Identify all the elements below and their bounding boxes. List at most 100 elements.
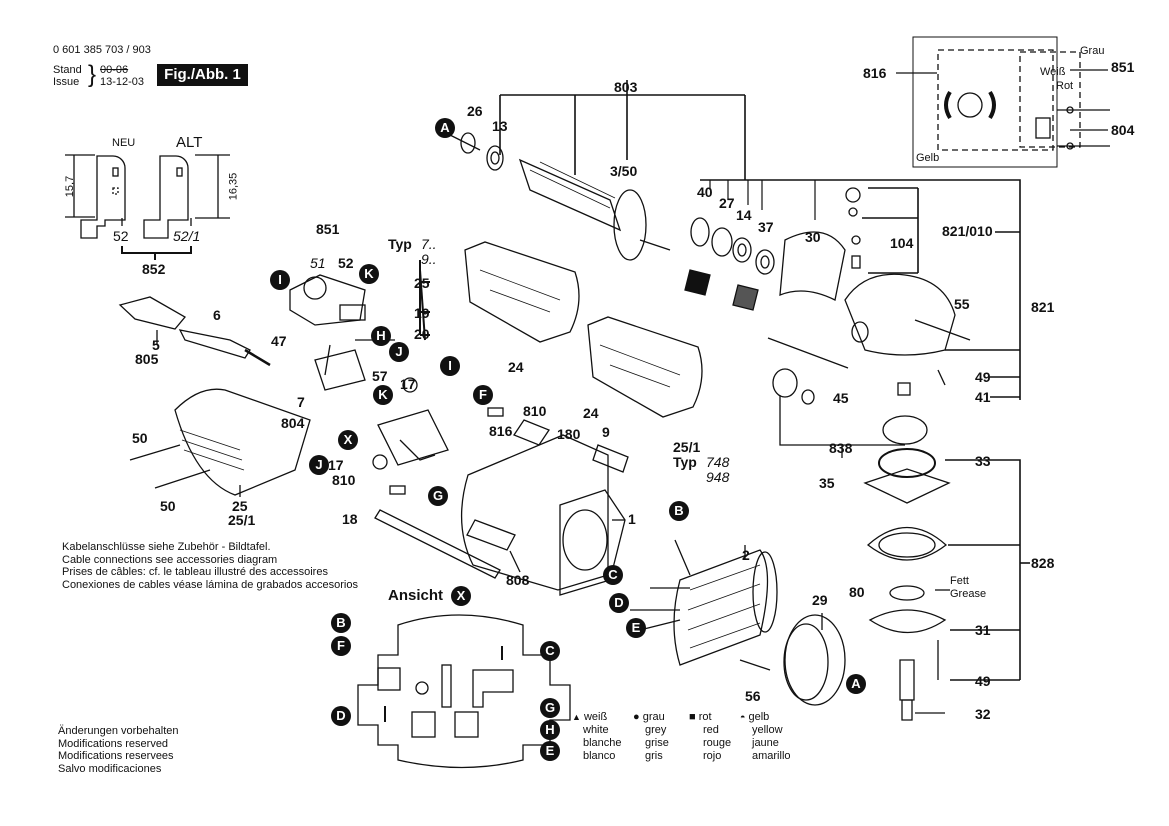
issue-date: 13-12-03 bbox=[100, 76, 145, 88]
legend-red-de: rot bbox=[698, 711, 712, 723]
mod-note-en: Modifications reserved bbox=[58, 737, 169, 750]
callout-50-bottom: 50 bbox=[160, 498, 176, 514]
motor-housing-drawing bbox=[460, 419, 629, 596]
legend-grey: ● grau grey grise gris bbox=[633, 711, 669, 763]
bracket-828 bbox=[945, 459, 1030, 681]
part-number: 0 601 385 703 / 903 bbox=[53, 44, 151, 56]
marker-K: K bbox=[359, 264, 379, 284]
cable-note: Kabelanschlüsse siehe Zubehör - Bildtafe… bbox=[62, 541, 358, 591]
callout-19: 19 bbox=[414, 305, 430, 321]
wiring-schematic bbox=[896, 36, 1110, 168]
marker-H: H bbox=[371, 326, 391, 346]
callout-805: 805 bbox=[135, 351, 159, 367]
callout-40: 40 bbox=[697, 184, 713, 200]
wiring-callout-816: 816 bbox=[863, 65, 887, 81]
gears-drawing bbox=[767, 337, 928, 458]
gear-housing-drawing bbox=[844, 187, 971, 396]
wire-label-gelb: Gelb bbox=[916, 152, 940, 164]
legend-red-es: rojo bbox=[703, 750, 722, 762]
wire-label-rot: Rot bbox=[1056, 80, 1074, 92]
ansicht-x-view bbox=[357, 614, 571, 769]
marker-C: C bbox=[540, 641, 560, 661]
marker-A: A bbox=[846, 674, 866, 694]
mod-note-fr: Modifications reservees bbox=[58, 750, 174, 762]
callout-104: 104 bbox=[890, 235, 914, 251]
callout-49-top: 49 bbox=[975, 369, 991, 385]
marker-H: H bbox=[540, 720, 560, 740]
issue-label: Issue bbox=[53, 76, 80, 88]
marker-X: X bbox=[451, 586, 471, 606]
callout-35: 35 bbox=[819, 475, 835, 491]
callout-18: 18 bbox=[342, 511, 358, 527]
marker-X: X bbox=[338, 430, 358, 450]
marker-G: G bbox=[540, 698, 560, 718]
typ-9: 9.. bbox=[421, 251, 437, 267]
cable-note-en: Cable connections see accessories diagra… bbox=[62, 553, 278, 566]
callout-821-010: 821/010 bbox=[942, 223, 993, 239]
cable-note-es: Conexiones de cables véase lámina de gra… bbox=[62, 578, 358, 591]
callout-25: 25 bbox=[414, 275, 430, 291]
legend-yellow-de: gelb bbox=[748, 711, 770, 723]
legend-yellow-es: amarillo bbox=[752, 750, 791, 762]
callout-52: 52 bbox=[338, 255, 354, 271]
legend-grey-en: grey bbox=[645, 724, 667, 736]
marker-K: K bbox=[373, 385, 393, 405]
callout-810-top: 810 bbox=[523, 403, 547, 419]
callout-80: 80 bbox=[849, 584, 865, 600]
legend-grey-es: gris bbox=[645, 750, 663, 762]
typ-948: 948 bbox=[706, 469, 730, 485]
housing-shell-drawings bbox=[419, 241, 703, 418]
marker-D: D bbox=[331, 706, 351, 726]
callout-803: 803 bbox=[614, 79, 638, 95]
wire-label-grau: Grau bbox=[1080, 45, 1105, 57]
marker-G: G bbox=[428, 486, 448, 506]
alt-label: ALT bbox=[176, 134, 203, 151]
marker-F: F bbox=[473, 385, 493, 405]
callout-9: 9 bbox=[602, 424, 610, 440]
ansicht-label: Ansicht bbox=[388, 587, 444, 604]
legend-red: ■ rot red rouge rojo bbox=[689, 711, 731, 763]
legend-white-de: weiß bbox=[583, 711, 608, 723]
fett-label: Fett bbox=[950, 575, 969, 587]
callout-50-top: 50 bbox=[132, 430, 148, 446]
callout-41: 41 bbox=[975, 389, 991, 405]
circle-icon: ● bbox=[633, 711, 640, 723]
callout-828: 828 bbox=[1031, 555, 1055, 571]
plate-drawing bbox=[65, 154, 230, 260]
square-icon: ■ bbox=[689, 711, 696, 723]
callout-47: 47 bbox=[271, 333, 287, 349]
dim-neu: 15,7 bbox=[64, 175, 77, 198]
marker-E: E bbox=[626, 618, 646, 638]
callout-17-bottom: 17 bbox=[328, 457, 344, 473]
callout-45: 45 bbox=[833, 390, 849, 406]
legend-white-fr: blanche bbox=[583, 737, 622, 749]
callout-14: 14 bbox=[736, 207, 752, 223]
marker-I: I bbox=[440, 356, 460, 376]
cable-note-de: Kabelanschlüsse siehe Zubehör - Bildtafe… bbox=[62, 541, 271, 553]
wire-label-weiss: Weiß bbox=[1040, 66, 1066, 78]
legend-yellow: ◓ gelb yellow jaune amarillo bbox=[740, 711, 791, 763]
bracket-803 bbox=[499, 80, 746, 180]
marker-D: D bbox=[609, 593, 629, 613]
marker-I: I bbox=[270, 270, 290, 290]
legend-red-en: red bbox=[703, 724, 719, 736]
bearings-drawing bbox=[684, 217, 846, 311]
callout-57: 57 bbox=[372, 368, 388, 384]
callout-24-left: 24 bbox=[508, 359, 524, 375]
mod-note-de: Änderungen vorbehalten bbox=[58, 725, 179, 737]
callout-2: 2 bbox=[742, 547, 750, 563]
callout-180: 180 bbox=[557, 426, 581, 442]
callout-6: 6 bbox=[213, 307, 221, 323]
marker-E: E bbox=[540, 741, 560, 761]
marker-C: C bbox=[603, 565, 623, 585]
legend-white-es: blanco bbox=[583, 750, 616, 762]
mod-note-es: Salvo modificaciones bbox=[58, 762, 162, 775]
bearing-flange-drawing bbox=[863, 448, 951, 721]
part-52-1: 52/1 bbox=[173, 228, 201, 244]
callout-5: 5 bbox=[152, 337, 160, 353]
callout-1: 1 bbox=[628, 511, 636, 527]
marker-F: F bbox=[331, 636, 351, 656]
typ-7: 7.. bbox=[421, 236, 437, 252]
callout-25-cover: 25 bbox=[232, 498, 248, 514]
